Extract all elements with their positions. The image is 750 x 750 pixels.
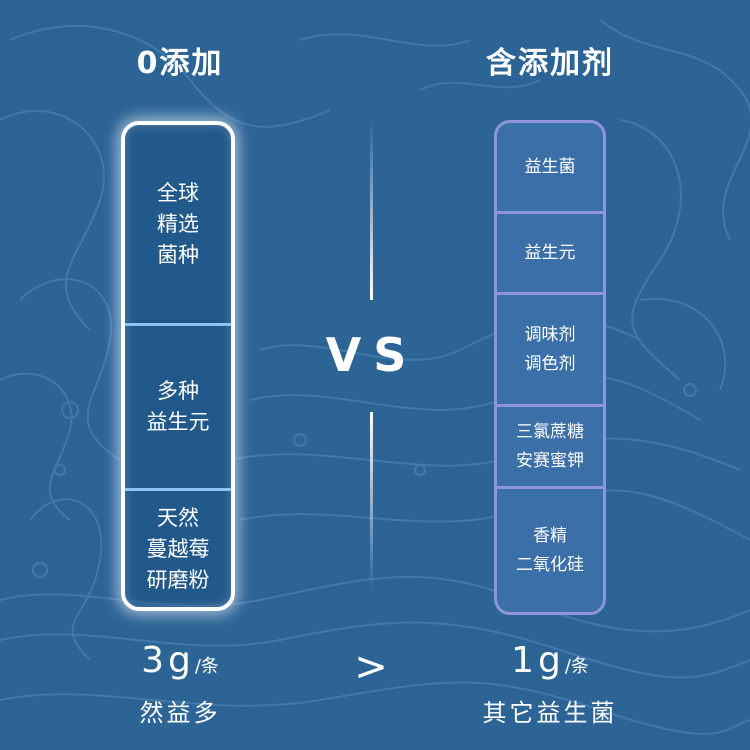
left-segment-label: 天然 蔓越莓 研磨粉 [146, 505, 210, 592]
right-segment: 益生菌 [497, 123, 603, 211]
left-column-title: 0添加 [136, 46, 224, 81]
segment-divider [497, 211, 603, 214]
left-segment-label: 全球 精选 菌种 [157, 180, 199, 267]
right-ingredient-tube: 益生菌 益生元 调味剂 调色剂 三氯蔗糖 安赛蜜钾 香精 二氧化硅 [494, 120, 606, 615]
right-segment: 益生元 [497, 214, 603, 292]
left-amount-unit: /条 [194, 656, 219, 677]
right-segment-label: 香精 二氧化硅 [516, 525, 584, 575]
right-segment-label: 益生元 [524, 242, 576, 263]
segment-divider [125, 323, 231, 326]
segment-divider [497, 486, 603, 489]
right-segment: 三氯蔗糖 安赛蜜钾 [497, 407, 603, 486]
left-ingredient-tube: 全球 精选 菌种 多种 益生元 天然 蔓越莓 研磨粉 [121, 121, 235, 611]
left-segment: 天然 蔓越莓 研磨粉 [125, 491, 231, 607]
left-note: 然益多 [139, 699, 221, 727]
segment-divider [125, 488, 231, 491]
left-amount: 3g/条 [100, 640, 260, 681]
left-segment-label: 多种 益生元 [146, 379, 210, 434]
left-segment: 全球 精选 菌种 [125, 125, 231, 323]
right-segment: 香精 二氧化硅 [497, 489, 603, 612]
comparison-symbol: > [354, 644, 388, 690]
right-segment-label: 三氯蔗糖 安赛蜜钾 [516, 421, 584, 471]
right-segment: 调味剂 调色剂 [497, 295, 603, 404]
right-amount-unit: /条 [564, 656, 589, 677]
right-column-title: 含添加剂 [486, 46, 614, 81]
left-segment: 多种 益生元 [125, 326, 231, 488]
segment-divider [497, 404, 603, 407]
right-amount-value: 1g [511, 640, 565, 681]
right-amount: 1g/条 [470, 640, 630, 681]
right-note: 其它益生菌 [482, 699, 618, 727]
right-segment-label: 益生菌 [524, 156, 576, 177]
vs-label: VS [325, 328, 419, 382]
vs-divider-bottom [370, 412, 373, 592]
left-amount-value: 3g [141, 640, 195, 681]
segment-divider [497, 292, 603, 295]
right-segment-label: 调味剂 调色剂 [524, 324, 576, 374]
vs-divider-top [370, 120, 373, 300]
